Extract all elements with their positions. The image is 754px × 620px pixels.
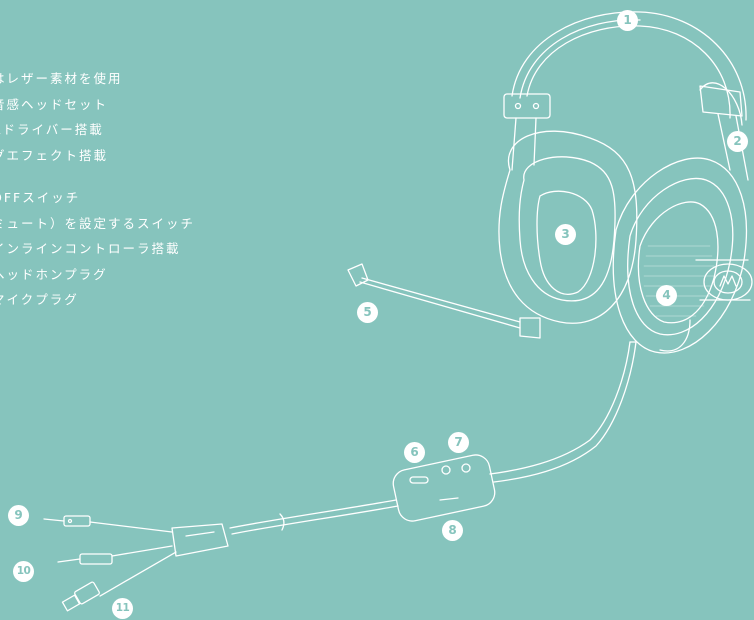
left-ear-cup (498, 130, 638, 324)
feature-line-9: マイクプラグ (0, 292, 79, 307)
callout-10: 10 (13, 561, 34, 582)
callout-1: 1 (617, 10, 638, 31)
feature-line-2: 音感ヘッドセット (0, 96, 109, 112)
callout-7: 7 (448, 432, 469, 453)
main-cable (489, 341, 637, 483)
ear-cup-mesh (643, 245, 715, 317)
right-ear-cup (612, 157, 753, 354)
callout-3: 3 (555, 224, 576, 245)
lower-cable (229, 499, 399, 535)
plug-headphone (43, 515, 91, 527)
branch-cables (89, 521, 177, 597)
feature-line-8: ヘッドホンプラグ (0, 266, 108, 282)
feature-line-4: グエフェクト搭載 (0, 147, 109, 163)
callout-11: 11 (112, 598, 133, 619)
headband-sliders (503, 85, 749, 181)
callout-9: 9 (8, 505, 29, 526)
feature-list: はレザー素材を使用 音感ヘッドセット Aドライバー搭載 グエフェクト搭載 OFF… (0, 66, 195, 313)
callout-4: 4 (656, 285, 677, 306)
feature-line-3: Aドライバー搭載 (0, 122, 104, 137)
callout-6: 6 (404, 442, 425, 463)
plug-usb (61, 581, 100, 612)
cable-splitter (171, 523, 229, 557)
feature-line-6: ミュート）を設定するスイッチ (0, 215, 196, 231)
feature-line-1: はレザー素材を使用 (0, 71, 123, 86)
mic-boom (347, 263, 541, 339)
callout-2: 2 (727, 131, 748, 152)
feature-line-7: インラインコントローラ搭載 (0, 241, 181, 256)
plug-mic (57, 553, 113, 565)
callout-8: 8 (442, 520, 463, 541)
inline-controller (392, 454, 496, 522)
feature-line-5: OFFスイッチ (0, 190, 81, 205)
callout-5: 5 (357, 302, 378, 323)
